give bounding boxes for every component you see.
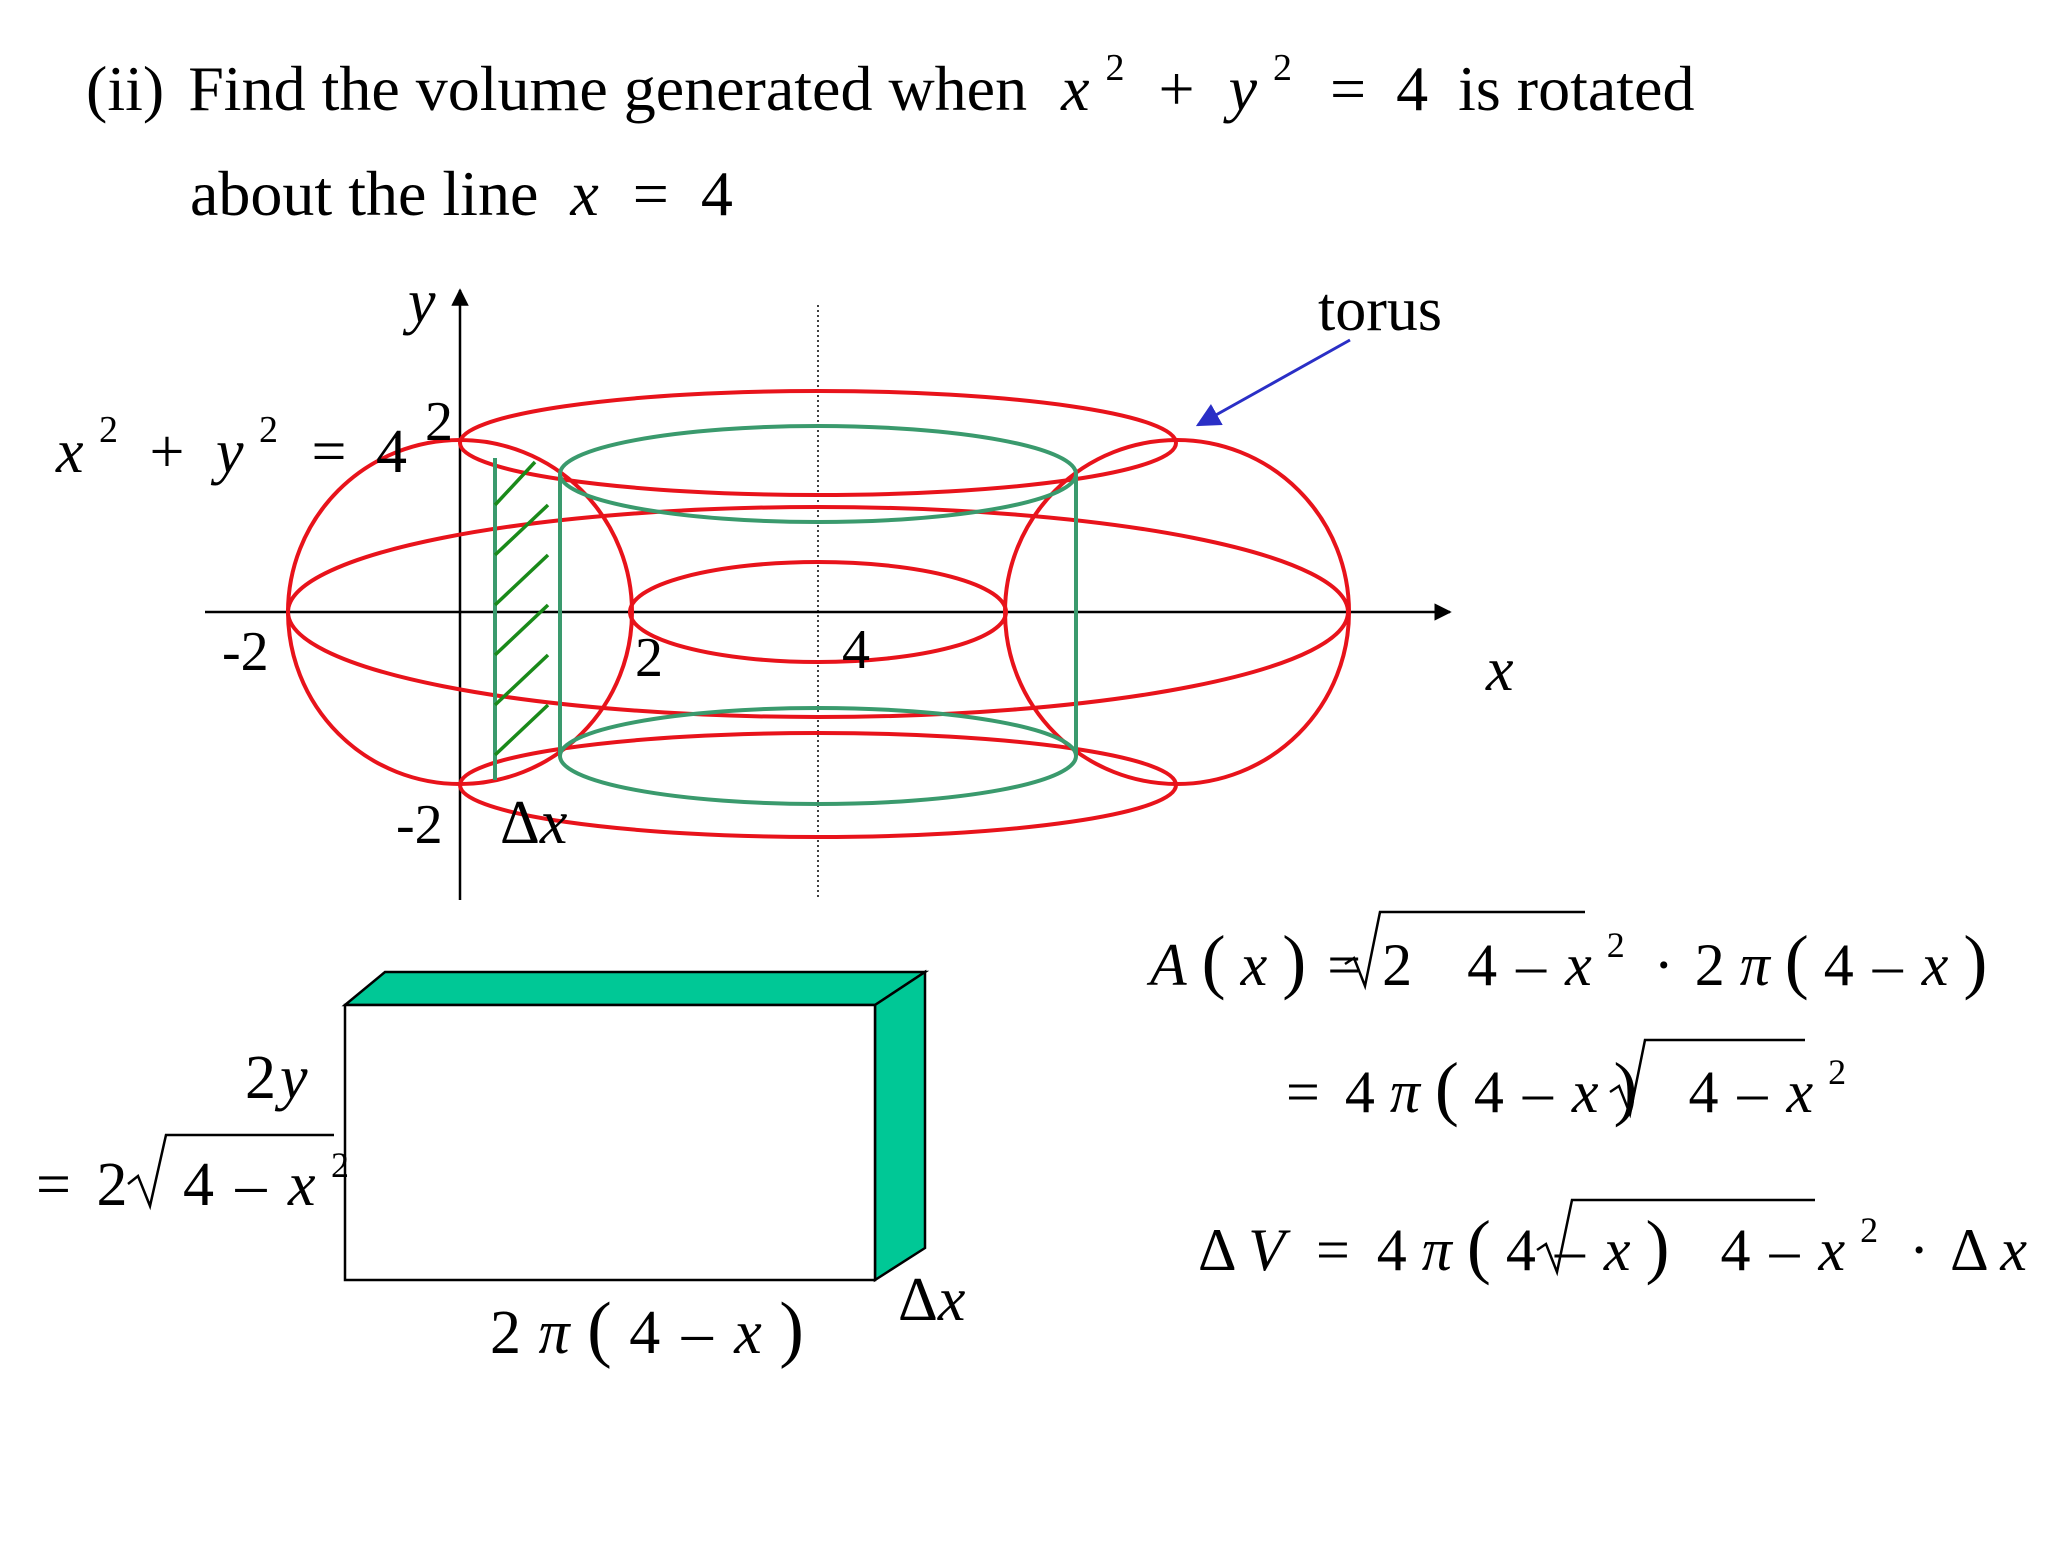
tick-x-4: 4 xyxy=(842,619,870,681)
tick-y-2: 2 xyxy=(425,391,453,453)
title-line-2: about the line x = 4 xyxy=(190,158,733,229)
sqrt-sign xyxy=(127,1133,334,1211)
sqrt-sign-area-2 xyxy=(1609,1038,1805,1119)
tick-x-neg2: -2 xyxy=(222,621,269,683)
tick-y-neg2: -2 xyxy=(396,794,443,856)
area-equation-line-1: A ( x ) = 2 4 – x 2 · 2 π ( 4 – x ) xyxy=(1146,904,1987,1001)
sqrt-sign-volume xyxy=(1536,1198,1815,1277)
top-ring-ellipse xyxy=(458,389,1178,497)
title-text: Find the volume generated when xyxy=(188,53,1027,124)
slab-thickness-label: Δx xyxy=(898,1266,966,1334)
title-line-1: (ii) Find the volume generated when x 2 … xyxy=(86,23,1694,124)
y-axis-label: y xyxy=(402,268,436,336)
sqrt-sign-area-1 xyxy=(1344,910,1585,991)
area-equation-line-2: = 4 π ( 4 – x ) 4 – x 2 xyxy=(1286,1048,1846,1128)
slab-height-label-bottom: = 2 4 – x 2 xyxy=(36,1145,349,1219)
slab-side-face xyxy=(873,969,927,1283)
area-volume-equations: A ( x ) = 2 4 – x 2 · 2 π ( 4 – x ) = 4 … xyxy=(1146,904,2027,1286)
strip-delta-x-label: Δx xyxy=(500,789,568,857)
x-axis-label: x xyxy=(1485,636,1514,704)
outer-equator-ellipse xyxy=(286,505,1350,719)
circle-equation: x 2 + y 2 = 4 xyxy=(55,388,407,486)
hatched-strip xyxy=(493,460,550,757)
tick-x-2: 2 xyxy=(635,627,663,689)
volume-element-equation: Δ V = 4 π ( 4 – x ) 4 – x 2 · Δ x xyxy=(1198,1189,2027,1286)
unrolled-shell-slab: Δx 2y = 2 4 – x 2 2 π ( 4 – x ) xyxy=(36,969,966,1370)
cylindrical-shell xyxy=(493,424,1078,806)
torus-pointer-arrow xyxy=(1195,338,1351,427)
inner-hole-ellipse xyxy=(628,560,1008,664)
slab-width-label: 2 π ( 4 – x ) xyxy=(490,1288,804,1370)
slab-height-label-top: 2y xyxy=(245,1044,308,1112)
torus-label: torus xyxy=(1318,276,1442,344)
problem-statement: (ii) Find the volume generated when x 2 … xyxy=(86,23,1694,229)
part-label: (ii) xyxy=(86,53,164,124)
bottom-ring-ellipse xyxy=(458,731,1178,839)
slab-top-face xyxy=(341,970,930,1007)
torus-diagram: torus y x -2 2 4 2 -2 Δx x 2 + y 2 = 4 xyxy=(55,268,1514,900)
torus-outline xyxy=(286,389,1351,839)
slab-front-face xyxy=(343,1003,877,1282)
